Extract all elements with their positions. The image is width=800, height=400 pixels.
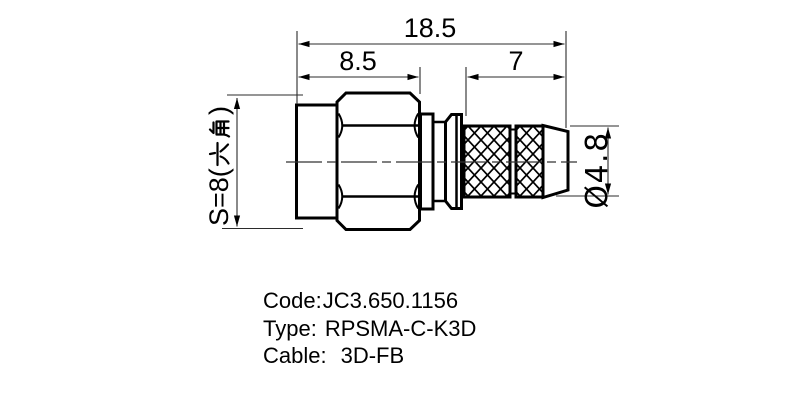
note-code-value: JC3.650.1156 [322, 288, 459, 313]
note-type-value: RPSMA-C-K3D [324, 315, 477, 341]
note-cable-label: Cable: [263, 343, 327, 368]
extension-lines [222, 31, 619, 230]
dim-front-length: 8.5 [298, 46, 419, 81]
cable-diameter-label: Ø4.8 [580, 131, 615, 208]
hex-size-label-suffix: ) [204, 106, 234, 115]
hex-size-label-prefix: S=8( [204, 168, 234, 226]
hex-nut [335, 91, 421, 231]
notes-block: Code:JC3.650.1156 Type: RPSMA-C-K3D Cable… [263, 287, 476, 370]
note-type-label: Type: [263, 315, 317, 341]
hex-facet-lines [343, 124, 418, 198]
dim-front-length-label: 8.5 [339, 46, 377, 76]
dim-total-length: 18.5 [298, 13, 565, 48]
note-code: Code:JC3.650.1156 [263, 287, 476, 315]
note-cable: Cable: 3D-FB [263, 342, 476, 370]
cjk-glyph-jiao [208, 120, 231, 138]
dim-cable-diameter: Ø4.8 [580, 127, 615, 209]
dim-rear-length-label: 7 [508, 46, 523, 76]
dim-rear-length: 7 [467, 46, 565, 81]
cjk-glyph-liu [208, 141, 230, 167]
dim-total-length-label: 18.5 [404, 13, 457, 43]
hex-chamfer-arcs [337, 112, 420, 210]
note-cable-value: 3D-FB [340, 343, 405, 368]
knurl-groove [510, 128, 516, 195]
note-code-label: Code: [263, 288, 322, 313]
neck [433, 120, 446, 203]
dim-hex-size: S=8( ) [204, 98, 241, 227]
note-type: Type: RPSMA-C-K3D [263, 315, 476, 343]
